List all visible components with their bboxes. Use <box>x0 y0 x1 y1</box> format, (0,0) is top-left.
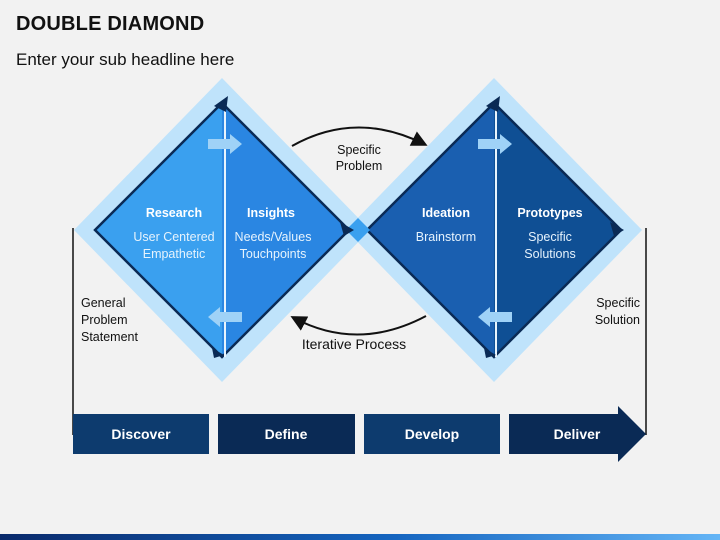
right-diamond-top-arrowhead <box>486 96 500 112</box>
bottom-accent-bar <box>0 534 720 540</box>
insights-line-2: Touchpoints <box>240 247 307 261</box>
specific-problem-label-2: Problem <box>336 159 383 173</box>
stage-discover-box <box>73 414 209 454</box>
research-line-2: Empathetic <box>143 247 206 261</box>
prototypes-heading: Prototypes <box>517 206 582 220</box>
stage-deliver-label: Deliver <box>554 426 601 442</box>
insights-line-1: Needs/Values <box>235 230 312 244</box>
left-diamond-left-half <box>95 103 222 357</box>
right-diamond-right-arrowhead <box>610 222 624 236</box>
center-junction-diamond <box>346 218 370 242</box>
right-diamond-left-half <box>367 103 494 357</box>
stage-discover-label: Discover <box>111 426 171 442</box>
right-diamond-bottom-arrowhead <box>484 348 496 358</box>
research-heading: Research <box>146 206 202 220</box>
iterative-process-label: Iterative Process <box>302 336 406 352</box>
right-diamond-outline <box>365 101 623 359</box>
left-diamond-right-arrowhead <box>340 222 354 236</box>
left-top-right-arrow-icon <box>208 134 242 154</box>
research-line-1: User Centered <box>133 230 214 244</box>
general-problem-label-1: General <box>81 296 125 310</box>
right-bottom-left-arrow-icon <box>478 307 512 327</box>
left-bottom-left-arrow-icon <box>208 307 242 327</box>
ideation-heading: Ideation <box>422 206 470 220</box>
page-subtitle: Enter your sub headline here <box>16 50 235 69</box>
stage-deliver-arrow <box>509 406 646 462</box>
iterative-process-curve-arrow <box>290 315 427 336</box>
stage-define-label: Define <box>265 426 308 442</box>
specific-solution-label-2: Solution <box>595 313 640 327</box>
left-diamond-top-arrowhead <box>214 96 228 112</box>
left-diamond-right-half <box>222 103 349 357</box>
specific-problem-label-1: Specific <box>337 143 381 157</box>
stage-develop-label: Develop <box>405 426 459 442</box>
specific-problem-curve-arrow <box>291 126 428 147</box>
left-diamond-bottom-arrowhead <box>212 348 224 358</box>
general-problem-label-2: Problem <box>81 313 128 327</box>
specific-solution-label-1: Specific <box>596 296 640 310</box>
left-diamond-outline <box>93 101 351 359</box>
stage-define-box <box>218 414 355 454</box>
prototypes-line-2: Solutions <box>524 247 575 261</box>
insights-heading: Insights <box>247 206 295 220</box>
page-title: DOUBLE DIAMOND <box>16 13 205 35</box>
prototypes-line-1: Specific <box>528 230 572 244</box>
stage-develop-box <box>364 414 500 454</box>
ideation-line-1: Brainstorm <box>416 230 476 244</box>
right-diamond-right-half <box>494 103 621 357</box>
right-top-right-arrow-icon <box>478 134 512 154</box>
general-problem-label-3: Statement <box>81 330 139 344</box>
